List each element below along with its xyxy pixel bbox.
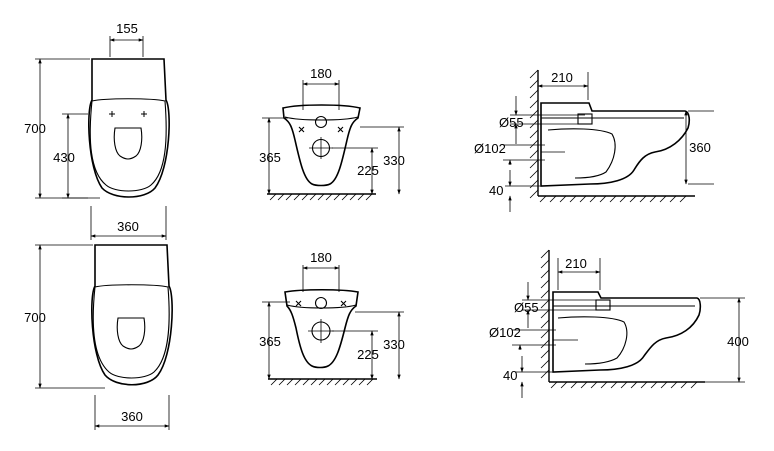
side-view-2: 210 Ø55 Ø102 40 400 <box>489 249 749 398</box>
floor-hatch-front-1 <box>269 193 373 201</box>
dim-inlet-diameter-1: Ø55 <box>499 115 524 130</box>
dim-height-total-2: 365 <box>259 334 281 349</box>
floor-hatch-front-2 <box>270 378 374 386</box>
wall-hatch-side-1 <box>529 69 539 199</box>
bowl-opening-1 <box>113 127 143 160</box>
dim-outlet-diameter-2: Ø102 <box>489 325 521 340</box>
top-view-1: 155 700 430 360 <box>24 21 170 240</box>
dim-width-bottom-2: 360 <box>121 409 143 424</box>
bowl-opening-2 <box>116 317 146 350</box>
dim-seat-length-1: 430 <box>53 150 75 165</box>
dim-inlet-diameter-2: Ø55 <box>514 300 539 315</box>
floor-hatch-side-1 <box>539 195 687 203</box>
top-view-2: 700 360 <box>24 244 173 430</box>
front-view-2: 180 365 330 225 <box>259 250 405 386</box>
dim-total-length-1: 700 <box>24 121 46 136</box>
front-bowl-outline-2 <box>284 288 359 369</box>
toilet-top-outline-2 <box>91 244 173 386</box>
dim-outlet-diameter-1: Ø102 <box>474 141 506 156</box>
dim-height-right-2: 330 <box>383 337 405 352</box>
seat-outline-2 <box>92 284 170 379</box>
dim-width-top-1: 155 <box>116 21 138 36</box>
dim-outlet-height-1: 225 <box>357 163 379 178</box>
wall-hatch-side-2 <box>540 249 550 379</box>
dim-bottom-offset-2: 40 <box>503 368 517 383</box>
dim-fixing-spacing-1: 180 <box>310 66 332 81</box>
dim-bowl-height-2: 400 <box>727 334 749 349</box>
fixing-mark-right-1 <box>141 111 147 117</box>
side-view-1: 210 Ø55 Ø102 40 360 <box>474 69 714 212</box>
front-view-1: 180 365 330 225 <box>259 66 405 201</box>
dim-height-total-1: 365 <box>259 150 281 165</box>
dim-fixing-spacing-2: 180 <box>310 250 332 265</box>
dim-bowl-height-1: 360 <box>689 140 711 155</box>
dim-projection-top-2: 210 <box>565 256 587 271</box>
seat-outline-1 <box>89 98 167 192</box>
fixing-hole-top-1 <box>314 115 328 129</box>
inlet-connector-2 <box>595 299 611 311</box>
dim-width-bottom-1: 360 <box>117 219 139 234</box>
dim-height-right-1: 330 <box>383 153 405 168</box>
dim-total-length-2: 700 <box>24 310 46 325</box>
fixing-marks-front-2 <box>295 300 347 307</box>
fixing-hole-top-2 <box>314 296 328 310</box>
fixing-marks-front-1 <box>298 126 344 133</box>
front-bowl-outline-1 <box>282 104 361 187</box>
dim-projection-top-1: 210 <box>551 70 573 85</box>
fixing-mark-left-1 <box>109 111 115 117</box>
dim-bottom-offset-1: 40 <box>489 183 503 198</box>
floor-hatch-side-2 <box>550 381 698 389</box>
dim-outlet-height-2: 225 <box>357 347 379 362</box>
